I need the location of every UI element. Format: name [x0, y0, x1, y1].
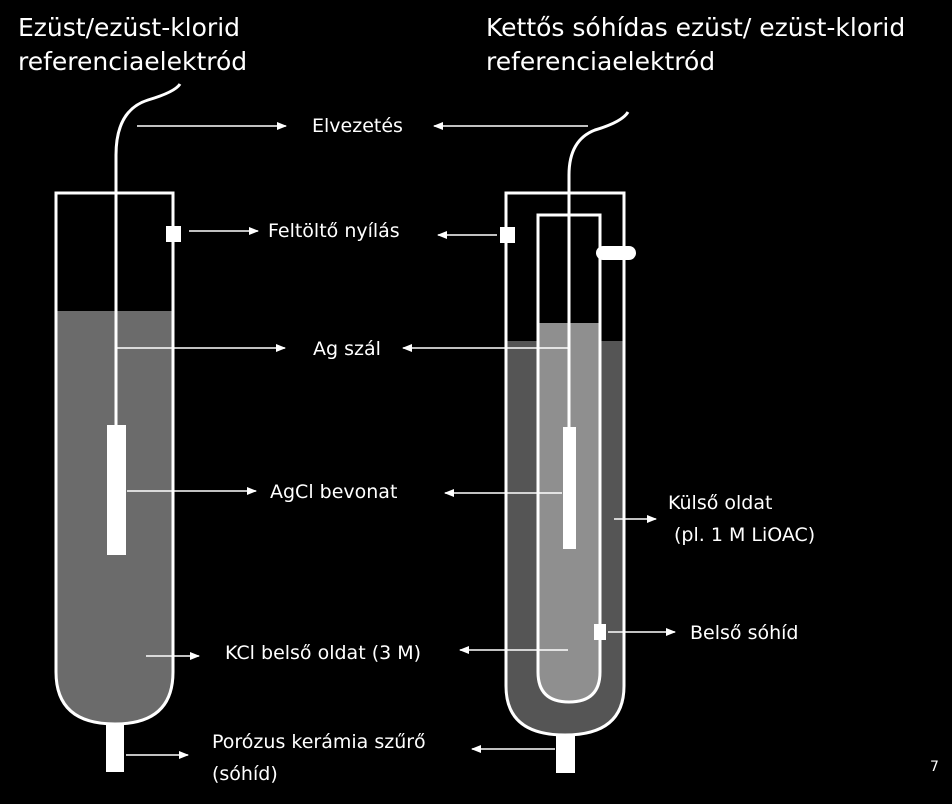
right-inner-fill-port	[596, 246, 636, 260]
arrows	[117, 122, 676, 759]
left-electrode	[54, 83, 182, 772]
right-inner-salt-bridge	[594, 624, 606, 640]
page-number: 7	[930, 759, 939, 775]
left-porous-filter	[106, 724, 124, 772]
left-title-line2: referenciaelektród	[18, 47, 248, 76]
right-fill-port	[500, 227, 515, 243]
label-elvezetes: Elvezetés	[312, 115, 403, 137]
left-fill-port	[166, 226, 181, 242]
label-porozus-line1: Porózus kerámia szűrő	[212, 731, 426, 753]
label-porozus-line2: (sóhíd)	[212, 763, 278, 785]
right-ag-wire	[567, 111, 630, 430]
right-title-line2: referenciaelektród	[486, 47, 716, 76]
left-title-line1: Ezüst/ezüst-klorid	[18, 13, 241, 42]
label-belso-sohid: Belső sóhíd	[690, 622, 799, 644]
right-title-line1: Kettős sóhídas ezüst/ ezüst-klorid	[486, 13, 906, 42]
label-ag-szal: Ag szál	[313, 338, 381, 360]
right-agcl-coating	[563, 427, 576, 549]
label-kulso-line2: (pl. 1 M LiOAC)	[674, 524, 816, 546]
label-feltolto: Feltöltő nyílás	[268, 220, 400, 242]
label-kcl: KCl belső oldat (3 M)	[225, 642, 422, 664]
right-porous-filter	[556, 735, 575, 773]
label-agcl: AgCl bevonat	[270, 481, 398, 503]
right-electrode	[500, 111, 636, 773]
label-kulso-line1: Külső oldat	[668, 492, 773, 514]
left-ag-wire	[114, 83, 182, 427]
left-agcl-coating	[107, 425, 126, 555]
right-inner-tube	[536, 213, 602, 704]
